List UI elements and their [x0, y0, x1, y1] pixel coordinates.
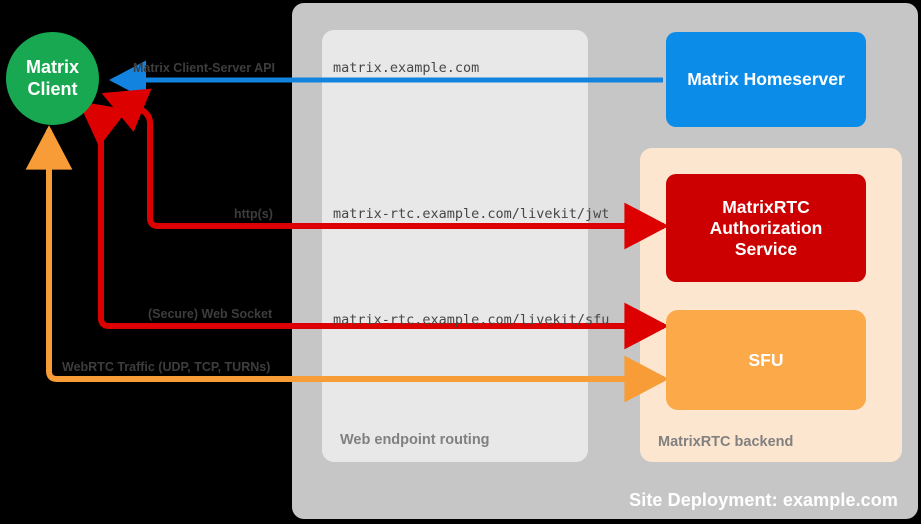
edge-http-jwt — [101, 88, 663, 229]
edge-label-client-server-api: Matrix Client-Server API — [133, 61, 275, 75]
web-endpoint-routing-label: Web endpoint routing — [340, 432, 490, 448]
edge-label-websocket: (Secure) Web Socket — [148, 307, 273, 321]
node-sfu-label: SFU — [748, 349, 784, 370]
node-matrix-homeserver-label: Matrix Homeserver — [687, 69, 845, 89]
web-endpoint-routing-container: Web endpoint routing — [322, 30, 588, 462]
node-auth-line1: MatrixRTC — [722, 196, 810, 217]
edge-secure-websocket — [78, 101, 663, 329]
node-matrix-client-line2: Client — [27, 78, 78, 99]
edge-label-http: http(s) — [234, 207, 273, 221]
node-matrix-client-line1: Matrix — [25, 57, 79, 78]
node-auth-line3: Service — [734, 238, 798, 259]
node-sfu[interactable]: SFU — [666, 310, 866, 410]
node-matrix-homeserver[interactable]: Matrix Homeserver — [666, 32, 866, 127]
site-deployment-label: Site Deployment: example.com — [629, 490, 898, 510]
endpoint-label-matrix-host: matrix.example.com — [333, 60, 480, 76]
node-auth-line2: Authorization — [709, 217, 823, 238]
node-matrixrtc-authorization-service[interactable]: MatrixRTC Authorization Service — [666, 174, 866, 282]
edge-webrtc-traffic — [25, 125, 663, 382]
node-matrix-client[interactable]: Matrix Client — [6, 32, 99, 125]
matrixrtc-backend-label: MatrixRTC backend — [658, 434, 794, 450]
edge-label-webrtc: WebRTC Traffic (UDP, TCP, TURNs) — [62, 360, 271, 374]
endpoint-label-livekit-jwt: matrix-rtc.example.com/livekit/jwt — [333, 206, 610, 222]
endpoint-label-livekit-sfu: matrix-rtc.example.com/livekit/sfu — [333, 312, 610, 328]
